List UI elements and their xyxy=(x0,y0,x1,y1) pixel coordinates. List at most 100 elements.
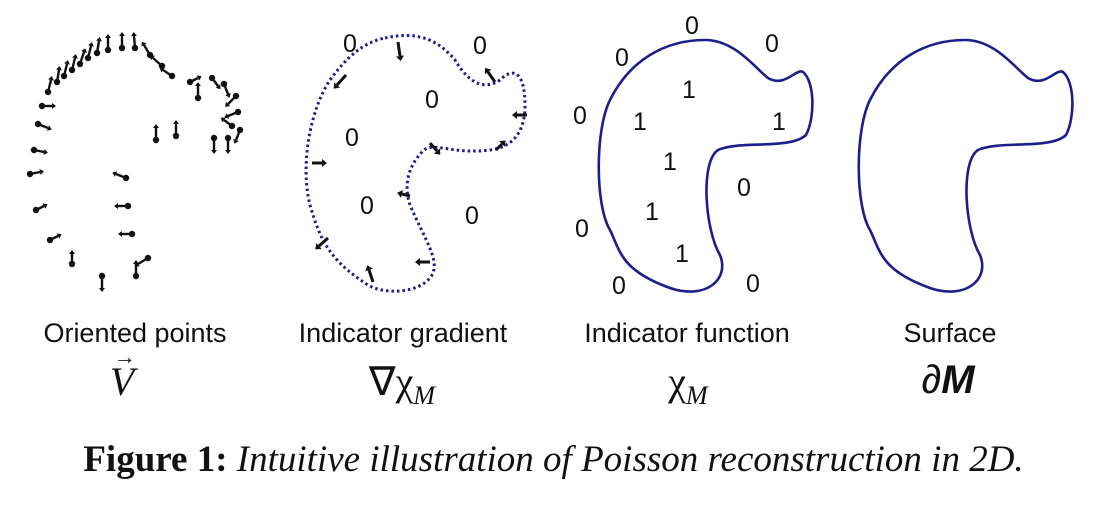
point-normal xyxy=(132,35,137,49)
symbol-partial-m: ∂M xyxy=(921,358,975,402)
point-normal-head xyxy=(195,82,201,86)
panel-label-indicator-gradient: Indicator gradient xyxy=(298,318,508,348)
panel-label-oriented-points: Oriented points xyxy=(43,318,227,348)
point-normal-head xyxy=(119,32,125,36)
indicator-region-value: 0 xyxy=(765,30,779,58)
point-normal-head xyxy=(224,113,230,119)
gradient-arrow-head xyxy=(397,190,403,198)
point-normal-head xyxy=(39,169,44,175)
gradient-normal-arrow xyxy=(318,236,329,248)
gradient-region-value: 0 xyxy=(345,124,359,152)
point-normal xyxy=(152,57,163,67)
panel-label-surface: Surface xyxy=(903,318,997,348)
point-normal-head xyxy=(220,117,226,123)
gradient-region-value: 0 xyxy=(360,192,374,220)
point-normal xyxy=(33,148,45,154)
indicator-region-value: 1 xyxy=(663,148,677,176)
point-normal-head xyxy=(225,92,231,98)
point-normal-head xyxy=(114,203,118,209)
point-normal-head xyxy=(105,34,111,38)
point-normal-head xyxy=(196,75,202,81)
point-normal-head xyxy=(141,41,147,47)
figure-caption: Figure 1: Intuitive illustration of Pois… xyxy=(0,438,1107,481)
point-normal-head xyxy=(64,60,70,65)
point-normal xyxy=(55,69,61,83)
indicator-region-value: 0 xyxy=(573,102,587,130)
point-normal-head xyxy=(150,55,155,61)
indicator-region-value: 0 xyxy=(737,174,751,202)
oriented-points-panel xyxy=(26,32,244,292)
gradient-arrow-head xyxy=(415,258,420,266)
vector-arrow: → xyxy=(113,344,136,369)
indicator-solid-curve xyxy=(597,38,814,293)
point-normal-head xyxy=(159,67,165,73)
gradient-arrow-head xyxy=(365,265,373,272)
point-normal-head xyxy=(42,203,48,209)
gradient-normal-arrow xyxy=(428,142,439,152)
point-normal-head xyxy=(211,150,217,154)
gradient-dotted-curve xyxy=(304,33,527,293)
gradient-region-value: 0 xyxy=(425,86,439,114)
point-normal xyxy=(70,57,77,71)
indicator-region-value: 1 xyxy=(675,240,689,268)
surface-panel xyxy=(857,38,1074,293)
point-normal xyxy=(227,110,239,118)
gradient-arrow-head xyxy=(333,82,340,89)
indicator-gradient-panel: 0 0 0 0 0 0 xyxy=(304,30,527,293)
point-normal xyxy=(137,256,149,266)
caption-text: Intuitive illustration of Poisson recons… xyxy=(236,439,1024,480)
gradient-normal-arrow xyxy=(335,73,348,87)
gradient-arrow-head xyxy=(322,159,327,167)
point-normal-head xyxy=(96,37,102,42)
point-normal-head xyxy=(69,250,75,254)
point-normal-head xyxy=(134,261,140,267)
point-normal xyxy=(37,122,49,130)
gradient-region-value: 0 xyxy=(465,202,479,230)
gradient-arrow-head xyxy=(499,140,506,147)
point-normal xyxy=(227,95,237,105)
symbol-chi: χM xyxy=(668,359,708,410)
point-normal-head xyxy=(233,138,239,144)
point-normal-head xyxy=(112,171,118,177)
gradient-region-value: 0 xyxy=(343,30,357,58)
point-normal-head xyxy=(43,149,48,155)
gradient-region-value: 0 xyxy=(473,32,487,60)
indicator-region-value: 0 xyxy=(685,12,699,40)
gradient-arrow-head xyxy=(396,55,404,61)
point-normal-head xyxy=(225,150,231,154)
point-normal xyxy=(189,76,199,84)
gradient-arrow-head xyxy=(315,243,322,250)
point-normal-head xyxy=(88,42,94,47)
point-normal-head xyxy=(215,84,221,90)
gradient-arrow-head xyxy=(433,148,441,155)
indicator-region-value: 1 xyxy=(645,198,659,226)
point-normal-head xyxy=(131,32,137,37)
symbol-vector-v: →V xyxy=(109,344,136,404)
point-normal xyxy=(46,79,53,93)
point-normal xyxy=(234,129,242,141)
gradient-arrow-head xyxy=(512,111,517,119)
point-normal xyxy=(211,77,219,87)
point-normal-head xyxy=(153,124,159,128)
gradient-normal-arrow xyxy=(367,269,375,283)
point-normal-head xyxy=(56,66,62,71)
point-normal xyxy=(95,40,101,54)
panel-label-indicator-function: Indicator function xyxy=(584,318,790,348)
gradient-normal-arrow xyxy=(401,192,411,198)
caption-number: Figure 1: xyxy=(83,439,228,480)
point-normal-head xyxy=(52,103,56,109)
point-normal-head xyxy=(48,76,54,81)
gradient-normal-arrow xyxy=(396,41,402,57)
point-normal xyxy=(115,172,127,180)
point-normal xyxy=(223,119,233,127)
symbol-nabla-chi: ∇χM xyxy=(368,359,436,410)
point-normal xyxy=(29,170,41,176)
point-normal-head xyxy=(46,125,52,131)
point-normal xyxy=(142,44,152,56)
point-normal-head xyxy=(173,120,179,124)
point-normal xyxy=(62,63,69,77)
indicator-region-value: 0 xyxy=(615,44,629,72)
point-normal xyxy=(86,45,93,59)
indicator-region-value: 1 xyxy=(682,76,696,104)
